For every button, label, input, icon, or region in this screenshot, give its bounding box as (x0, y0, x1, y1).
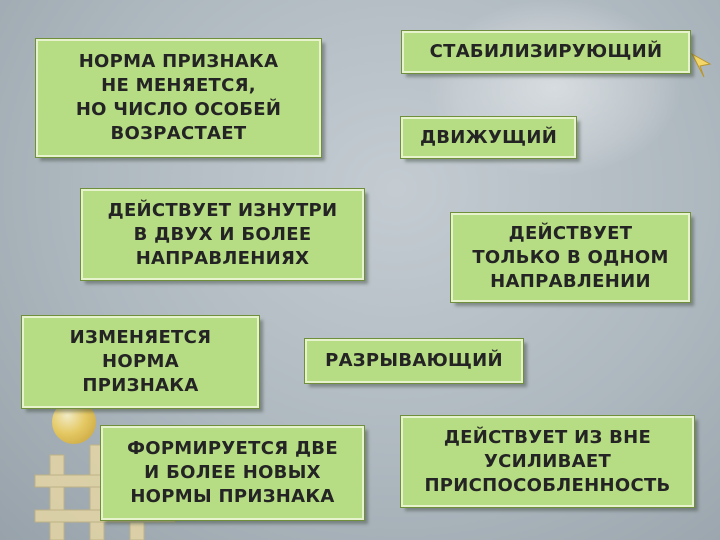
arrow-decoration (690, 52, 712, 78)
card-acts-inside-two-directions: ДЕЙСТВУЕТ ИЗНУТРИ В ДВУХ И БОЛЕЕ НАПРАВЛ… (80, 188, 365, 281)
card-acts-outside-increases-fitness: ДЕЙСТВУЕТ ИЗ ВНЕ УСИЛИВАЕТ ПРИСПОСОБЛЕНН… (400, 415, 695, 508)
card-driving: ДВИЖУЩИЙ (400, 116, 577, 159)
card-disruptive: РАЗРЫВАЮЩИЙ (304, 338, 524, 384)
card-forms-two-norms: ФОРМИРУЕТСЯ ДВЕ И БОЛЕЕ НОВЫХ НОРМЫ ПРИЗ… (100, 425, 365, 521)
card-norm-changes: ИЗМЕНЯЕТСЯ НОРМА ПРИЗНАКА (21, 315, 260, 409)
card-stabilizing: СТАБИЛИЗИРУЮЩИЙ (401, 30, 691, 74)
card-norm-not-changing: НОРМА ПРИЗНАКА НЕ МЕНЯЕТСЯ, НО ЧИСЛО ОСО… (35, 38, 322, 158)
card-acts-one-direction: ДЕЙСТВУЕТ ТОЛЬКО В ОДНОМ НАПРАВЛЕНИИ (450, 212, 691, 303)
